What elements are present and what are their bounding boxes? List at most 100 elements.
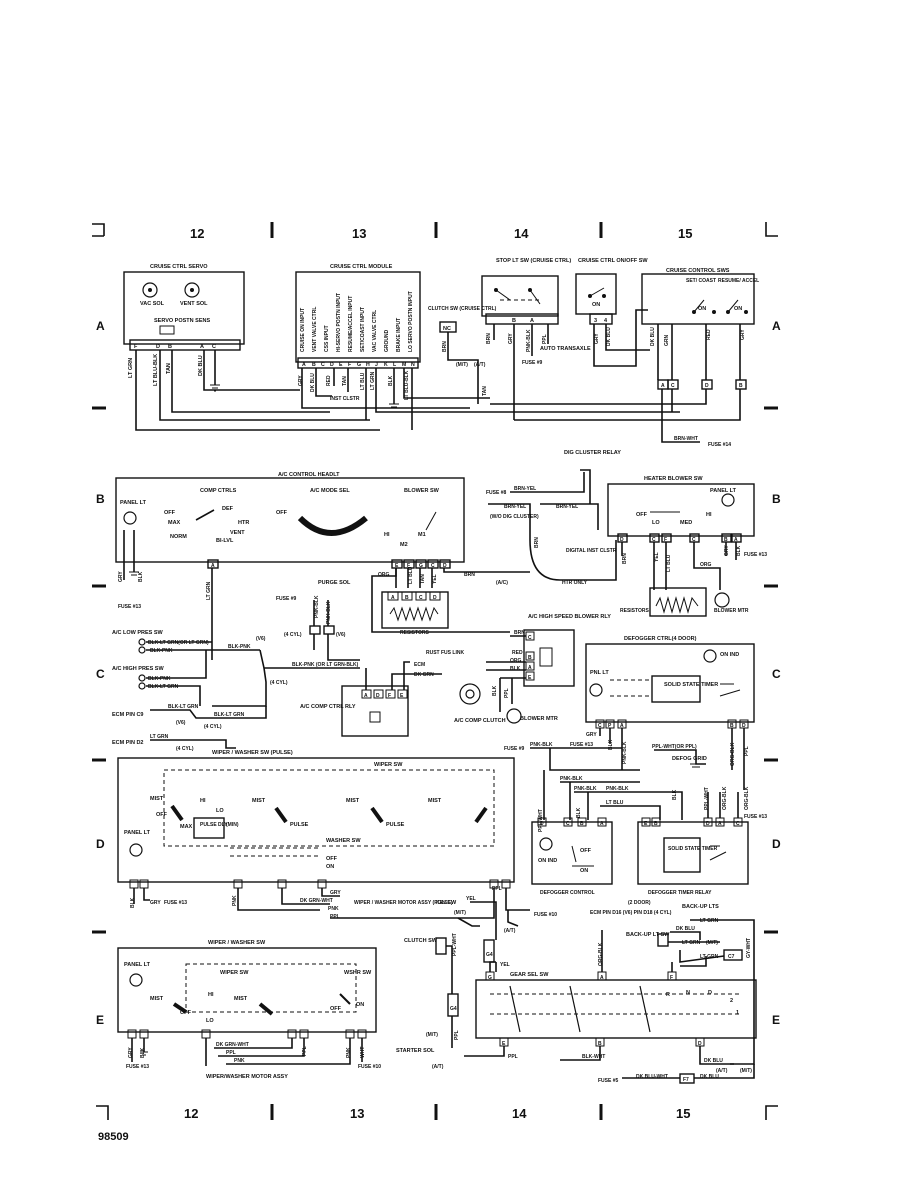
label-components-wiper-sw-pulse-wires-6: PPL	[330, 914, 340, 920]
col-label-12-bottom: 12	[184, 1106, 198, 1121]
label-components-cruise-module-pins-10: L	[393, 362, 397, 368]
label-components-gear-sel-wires-3: PPL	[454, 1030, 460, 1040]
label-components-ac-pres-wires-1: BLK-PNK	[150, 648, 173, 654]
label-components-cruise-module-pins-1: B	[312, 362, 316, 368]
label-components-defogger-ctrl-4door-pins-2: A	[620, 723, 624, 729]
label-components-ac-comp-relay-pins-0: A	[364, 693, 368, 699]
label-components-cruise-module-title: CRUISE CTRL MODULE	[330, 264, 393, 270]
label-components-resistors-ac-pins-0: A	[391, 595, 395, 601]
label-components-wiper-sw-pulse-mist: MIST	[346, 798, 360, 804]
label-components-heater-blower-pins-1: C	[652, 537, 656, 543]
label-components-cruise-servo-vent-sol: VENT SOL	[180, 301, 208, 307]
label-components-wiper-washer-off: OFF	[180, 1010, 192, 1016]
label-components-ac-head-wires-0: GRY	[118, 571, 124, 582]
label-components-ac-head-mode-sel: A/C MODE SEL	[310, 488, 350, 494]
label-components-cruise-sws-wires-2: RED	[706, 329, 712, 340]
row-label-d-left: D	[96, 837, 105, 851]
label-components-wiper-washer-on: ON	[356, 1002, 364, 1008]
row-label-c-left: C	[96, 667, 105, 681]
label-components-defogger-control-wires-2: PNK-BLK	[606, 786, 629, 792]
label-components-resistors-ac-pins-2: C	[419, 595, 423, 601]
label-components-resistors-ac-pins-1: B	[405, 595, 409, 601]
row-label-c-right: C	[772, 667, 781, 681]
cruise-module-pin-row: A	[302, 362, 309, 368]
label-components-gear-sel-pins-1: A	[600, 975, 604, 981]
label-components-stop-lt-sw-title: STOP LT SW (CRUISE CTRL)	[496, 258, 571, 264]
label-components-ac-head-wires-6: YEL	[432, 574, 438, 584]
label-components-ecm-c-wires-2: LT GRN	[150, 734, 169, 740]
label-components-gear-sel-title: GEAR SEL SW	[510, 972, 549, 978]
label-components-gear-sel-pins-3: E	[502, 1041, 506, 1047]
label-components-defogger-timer-title: DEFOGGER TIMER RELAY	[648, 890, 712, 896]
label-components-ac-head-bilvl: BI-LVL	[216, 538, 234, 544]
label-components-cruise-sws-title: CRUISE CONTROL SWS	[666, 268, 730, 274]
label-components-ecm-c-four-cyl: (4 CYL)	[176, 746, 194, 752]
row-labels: A A B B C C D D E E	[96, 319, 781, 1027]
label-components-cruise-module-wires-0: GRY	[298, 375, 304, 386]
label-components-ac-head-max: MAX	[168, 520, 181, 526]
row-label-e-left: E	[96, 1013, 104, 1027]
label-components-ecm-c-wires-1: BLK-LT GRN	[214, 712, 245, 718]
label-components-heater-blower-blower: BLOWER MTR	[714, 608, 749, 614]
label-components-wiper-washer-wires-4: PNK	[234, 1058, 245, 1064]
wiper-washer-sw-pulse: WIPER / WASHER SW (PULSE) WIPER SW MIST …	[117, 750, 530, 920]
label-components-dig-relay-fuse: FUSE #8	[486, 490, 507, 496]
label-components-heater-blower-pins-0: D	[620, 537, 624, 543]
label-components-wiper-washer-hi: HI	[208, 992, 214, 998]
label-components-heater-blower-fuse: FUSE #13	[744, 552, 767, 558]
wiper-washer-sw: WIPER / WASHER SW PANEL LT WIPER SW WSHR…	[117, 940, 381, 1080]
label-components-cruise-servo-title: CRUISE CTRL SERVO	[150, 264, 208, 270]
label-components-ac-head-htr: HTR	[238, 520, 249, 526]
label-components-ac-comp-relay-pins-1: D	[376, 693, 380, 699]
label-components-heater-blower-off: OFF	[636, 512, 648, 518]
label-components-ac-comp-relay-ecm: ECM	[414, 662, 425, 668]
label-components-cruise-module-inputs-8: BRAKE INPUT	[396, 318, 402, 352]
label-components-wiper-washer-fuse13: FUSE #13	[126, 1064, 149, 1070]
label-components-backup-wires-1: DK BLU	[676, 926, 695, 932]
label-components-wiper-sw-pulse-mist: MIST	[428, 798, 442, 804]
label-components-ign-sw-ecm: ECM PIN D16 (V6) PIN D18 (4 CYL)	[590, 910, 672, 916]
label-components-ac-comp-relay-title: A/C COMP CTRL RLY	[300, 704, 356, 710]
label-components-purge-sol-fuse: FUSE #9	[276, 596, 297, 602]
gear-sel-sw: G A F GEAR SEL SW YEL ORG-BLK PPL-WHT PP…	[396, 930, 757, 1084]
label-components-defogger-control-wires-4: BLK	[576, 807, 582, 818]
label-components-cruise-module-wires-4: LT BLU	[360, 372, 366, 390]
label-components-cruise-sws-pins-2: D	[705, 383, 709, 389]
label-components-backup-title: BACK-UP LTS	[682, 904, 719, 910]
cruise-ctrl-module: CRUISE CTRL MODULE CRUISE ON INPUT VENT …	[295, 264, 680, 430]
label-components-cruise-sws-wires-0: DK BLU	[650, 327, 656, 346]
label-components-cruise-onoff-pins-0: 3	[594, 318, 597, 324]
label-components-cruise-module-inputs-4: RESUME/ACCEL INPUT	[348, 296, 354, 352]
label-components-cruise-module-pins-11: M	[402, 362, 406, 368]
label-components-gear-sel-wires-0: YEL	[500, 962, 510, 968]
label-components-ac-pres-high: A/C HIGH PRES SW	[112, 666, 164, 672]
label-components-cruise-servo-pins-4: C	[212, 344, 216, 350]
label-components-defogger-timer-pins-2: D	[706, 821, 710, 827]
label-components-cruise-module-inputs-3: HI-SERVO POSTN INPUT	[336, 293, 342, 352]
label-components-cruise-servo-pins-0: F	[134, 344, 138, 350]
label-components-wiper-sw-pulse-off: OFF	[326, 856, 338, 862]
label-components-gear-sel-positions-1: R	[666, 992, 670, 998]
label-components-ac-head-wires-2: LT GRN	[206, 581, 212, 600]
label-components-ac-head-def: DEF	[222, 506, 234, 512]
label-components-ecm-c-four-cyl: (4 CYL)	[204, 724, 222, 730]
label-components-wiper-washer-panel-lt: PANEL LT	[124, 962, 151, 968]
label-components-defogger-control-wires-0: PNK-BLK	[530, 742, 553, 748]
label-components-cruise-module-inputs-6: VAC VALVE CTRL	[372, 310, 378, 352]
label-components-cruise-module-inputs-5: SET/COAST INPUT	[360, 307, 366, 352]
label-components-backup-c7: C7	[728, 954, 735, 960]
label-components-wiper-sw-pulse-wires-0: BLK	[130, 897, 136, 908]
cruise-control-sws: CRUISE CONTROL SWS SET/ COAST RESUME/ AC…	[490, 268, 759, 448]
label-components-ac-pres-wires-4: BLK-PNK (OR LT GRN-BLK)	[292, 662, 359, 668]
label-components-heater-blower-wires-4: GRY	[724, 545, 730, 556]
label-components-gear-sel-wires-4: PPL	[508, 1054, 518, 1060]
label-components-defogger-ctrl-4door-wires-0: GRY	[586, 732, 597, 738]
label-components-gear-sel-fuse: FUSE #5	[598, 1078, 619, 1084]
defog-grid: PPL-WHT(OR PPL) DEFOG GRID	[652, 744, 707, 768]
label-components-ac-head-pins-1: E	[395, 563, 399, 569]
label-components-defogger-ctrl-4door-wires-1: BLK	[608, 739, 614, 750]
label-components-stop-lt-sw-wires-0: BRN	[486, 333, 492, 344]
label-components-gear-sel-pins-5: D	[698, 1041, 702, 1047]
ac-pressure-sws: A/C LOW PRES SW BLK-LT GRN(OR LT GRN) BL…	[112, 630, 360, 707]
label-components-hi-speed-relay-pins-1: B	[528, 655, 532, 661]
